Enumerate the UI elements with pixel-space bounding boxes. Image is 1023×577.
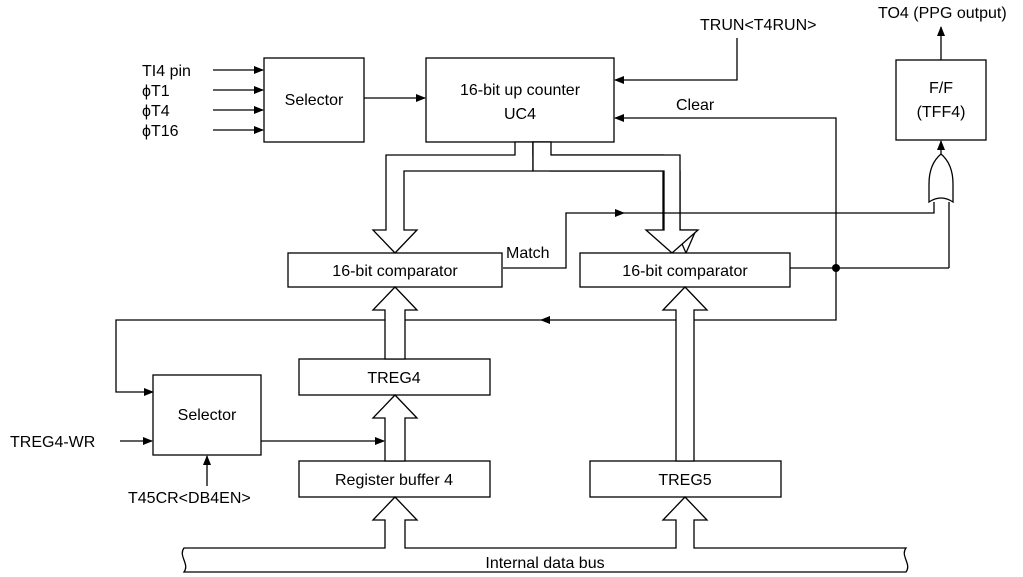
comparator-right-label: 16-bit comparator <box>622 263 748 280</box>
match-line <box>503 209 625 269</box>
input-phi-t4-label: ϕT4 <box>142 103 170 120</box>
selector-bottom-label: Selector <box>178 407 237 424</box>
ff-label-line2: (TFF4) <box>917 104 966 121</box>
treg4-label: TREG4 <box>367 370 420 387</box>
selector-top-block <box>263 57 365 143</box>
input-phi-t1-label: ϕT1 <box>142 83 170 100</box>
counter-bus-right-arrowhead <box>532 141 700 254</box>
or-gate-icon <box>928 153 954 204</box>
comparator-right-block <box>579 252 791 288</box>
counter-label-line2: UC4 <box>504 106 536 123</box>
buffer-to-treg4-bus <box>371 394 419 462</box>
counter-bus-left-arrow <box>371 141 534 254</box>
treg4-wr-label: TREG4-WR <box>10 434 95 451</box>
treg5-label: TREG5 <box>658 472 711 489</box>
ff-tff4-block <box>895 59 987 141</box>
to4-ppg-output-label: TO4 (PPG output) <box>878 5 1007 22</box>
feedback-line <box>540 268 837 324</box>
selector-top-label: Selector <box>285 92 344 109</box>
input-ti4-pin-label: TI4 pin <box>142 63 191 80</box>
internal-data-bus <box>181 496 909 573</box>
comparator-left-block <box>287 252 503 288</box>
internal-data-bus-label: Internal data bus <box>485 555 604 572</box>
register-buffer-4-label: Register buffer 4 <box>335 472 453 489</box>
counter-uc4-block <box>425 57 615 143</box>
match-label: Match <box>506 245 550 262</box>
treg5-to-comparator-bus <box>661 286 709 462</box>
clear-label: Clear <box>676 97 715 114</box>
counter-label-line1: 16-bit up counter <box>460 82 581 99</box>
treg5-block <box>589 460 782 498</box>
trun-to-counter-line <box>614 38 738 84</box>
ff-label-line1: F/F <box>929 80 953 97</box>
feedback-to-selector-line <box>115 319 541 396</box>
t45cr-db4en-label: T45CR<DB4EN> <box>128 490 251 507</box>
clear-line <box>614 114 837 268</box>
trun-t4run-label: TRUN<T4RUN> <box>700 17 816 34</box>
match-to-or-line <box>624 202 935 214</box>
treg4-to-comparator-bus <box>371 286 419 360</box>
input-phi-t16-label: ϕT16 <box>142 123 179 140</box>
comparator-left-label: 16-bit comparator <box>332 263 458 280</box>
